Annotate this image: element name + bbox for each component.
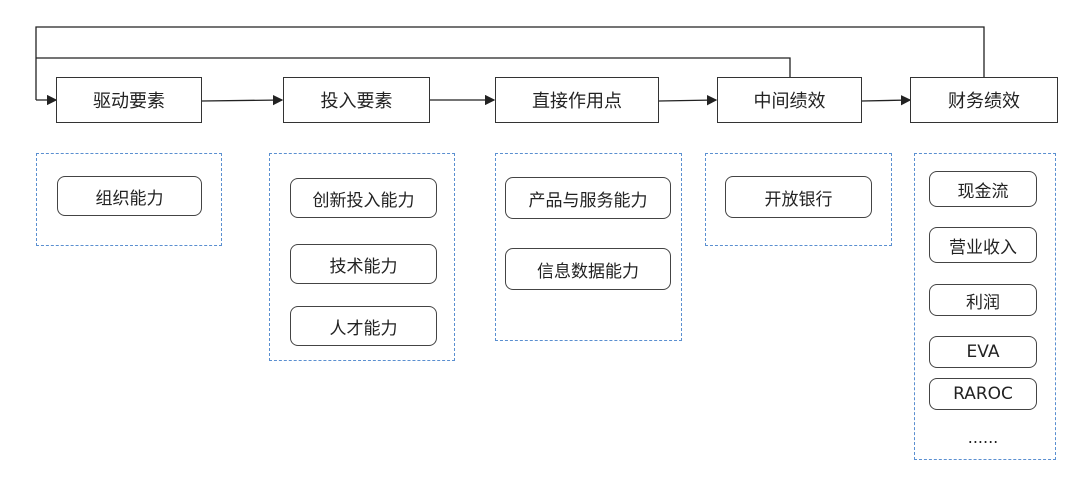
group-direct [495, 153, 682, 341]
group-intermediate [705, 153, 892, 246]
stage-direct-action-points: 直接作用点 [495, 77, 659, 123]
stage-intermediate-performance: 中间绩效 [717, 77, 862, 123]
arrow-driving-to-input [201, 94, 284, 106]
item-operating-revenue: 营业收入 [929, 227, 1037, 263]
item-profit: 利润 [929, 284, 1037, 316]
item-open-banking: 开放银行 [725, 176, 872, 218]
item-ellipsis: ...... [967, 428, 999, 447]
arrow-intermediate-to-financial [861, 94, 912, 106]
item-cash-flow: 现金流 [929, 171, 1037, 207]
group-financial [914, 153, 1056, 460]
item-eva: EVA [929, 336, 1037, 368]
item-talent-capability: 人才能力 [290, 306, 437, 346]
feedback-from-intermediate [36, 57, 791, 77]
stage-input-factors: 投入要素 [283, 77, 430, 123]
item-product-service-capability: 产品与服务能力 [505, 177, 671, 219]
arrow-direct-to-intermediate [658, 94, 718, 106]
item-technical-capability: 技术能力 [290, 244, 437, 284]
item-information-data-capability: 信息数据能力 [505, 248, 671, 290]
item-raroc: RAROC [929, 378, 1037, 410]
stage-driving-factors: 驱动要素 [56, 77, 202, 123]
group-driving [36, 153, 222, 246]
item-innovation-investment: 创新投入能力 [290, 178, 437, 218]
group-input [269, 153, 455, 361]
stage-financial-performance: 财务绩效 [910, 77, 1058, 123]
item-organizational-capability: 组织能力 [57, 176, 202, 216]
feedback-from-financial [35, 26, 985, 100]
